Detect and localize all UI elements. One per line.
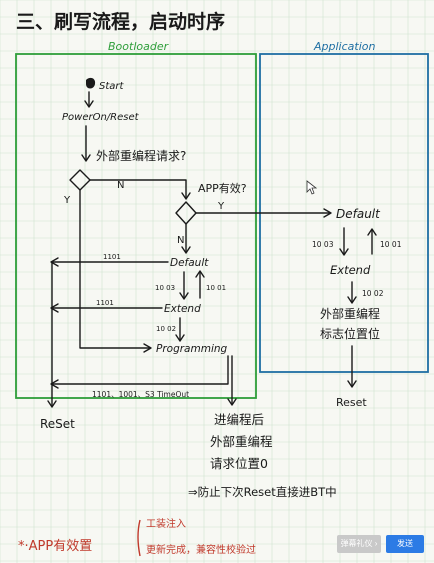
application-label: Application <box>313 40 375 53</box>
app-default-label: Default <box>336 207 381 221</box>
send-button[interactable]: 发送 <box>386 535 424 553</box>
app-1001-label: 10 01 <box>380 240 402 249</box>
prog-note-line3: 请求位置0 <box>210 456 268 471</box>
prog-note-line4: ⇒防止下次Reset直接进BT中 <box>188 485 337 499</box>
bl-reset-label: ReSet <box>40 417 75 431</box>
page-title: 三、刷写流程，启动时序 <box>16 10 225 33</box>
app-note-line2: 标志位置位 <box>320 326 380 341</box>
mouse-cursor-icon <box>306 180 318 195</box>
bl-1001-label: 10 01 <box>206 284 226 292</box>
footer-bracket-top: 工装注入 <box>146 517 186 530</box>
app-1003-label: 10 03 <box>312 240 334 249</box>
footer-bracket-bottom: 更新完成，兼容性校验过 <box>146 543 256 556</box>
timeout-label: 1101、1001、S3 TimeOut <box>92 390 189 399</box>
external-request-label: 外部重编程请求? <box>96 148 186 163</box>
diamond2-yes-label: Y <box>217 201 225 212</box>
bootloader-region <box>15 53 257 399</box>
bl-1101-mid-label: 1101 <box>96 299 114 307</box>
bl-programming-label: Programming <box>156 343 228 355</box>
app-extend-label: Extend <box>330 263 371 277</box>
bl-1002-label: 10 02 <box>156 325 176 333</box>
diamond1-no-label: N <box>117 180 124 191</box>
prog-note-line1: 进编程后 <box>214 412 264 427</box>
app-valid-label: APP有效? <box>198 181 247 195</box>
diamond1-yes-label: Y <box>63 195 71 206</box>
bl-1003-label: 10 03 <box>155 284 175 292</box>
footer-bracket <box>137 519 141 557</box>
bl-default-label: Default <box>170 257 209 269</box>
poweron-label: PowerOn/Reset <box>62 112 140 123</box>
bl-extend-label: Extend <box>164 303 201 315</box>
danmaku-etiquette-button[interactable]: 弹幕礼仪 › <box>337 535 381 553</box>
start-label: Start <box>99 81 125 92</box>
diamond2-no-label: N <box>177 235 184 246</box>
app-reset-label: Reset <box>336 396 367 409</box>
prog-note-line2: 外部重编程 <box>210 434 273 449</box>
bl-1101-top-label: 1101 <box>103 253 121 261</box>
bootloader-label: Bootloader <box>108 40 170 53</box>
app-note-line1: 外部重编程 <box>320 306 380 321</box>
start-node-icon <box>86 77 96 89</box>
footer-star-note: *·APP有效置 <box>18 539 92 554</box>
app-1002-label: 10 02 <box>362 289 384 298</box>
